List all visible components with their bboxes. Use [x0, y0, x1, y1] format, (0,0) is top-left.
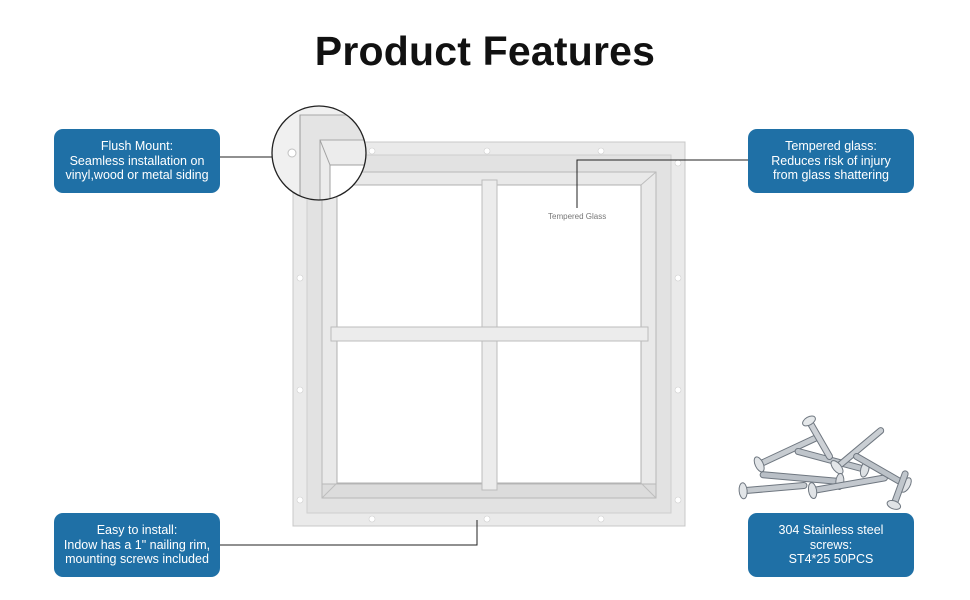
callout-easy-install: Easy to install: Indow has a 1" nailing …: [54, 513, 220, 577]
callout-text: from glass shattering: [772, 168, 890, 183]
screw-pile-icon: [738, 415, 912, 510]
grille-horizontal: [330, 326, 649, 342]
callout-text: Seamless installation on: [69, 153, 205, 168]
callout-flush-mount: Flush Mount: Seamless installation on vi…: [54, 129, 220, 193]
callout-text: screws:: [809, 537, 853, 552]
callout-heading: Flush Mount:: [100, 139, 174, 154]
callout-screws: 304 Stainless steel screws: ST4*25 50PCS: [748, 513, 914, 577]
callout-heading: Easy to install:: [96, 523, 178, 538]
callout-heading: 304 Stainless steel: [778, 523, 884, 538]
leader-lines: [219, 156, 748, 546]
callout-text: ST4*25 50PCS: [788, 552, 874, 567]
nail-holes: [296, 147, 682, 523]
tempered-glass-label: Tempered Glass: [548, 212, 607, 221]
callout-tempered-glass: Tempered glass: Reduces risk of injury f…: [748, 129, 914, 193]
callout-heading: Tempered glass:: [785, 139, 877, 154]
page-title: Product Features: [314, 28, 656, 74]
callout-text: Reduces risk of injury: [771, 153, 891, 168]
callout-text: vinyl,wood or metal siding: [65, 168, 209, 183]
callout-text: Indow has a 1" nailing rim,: [63, 537, 211, 552]
callout-text: mounting screws included: [65, 552, 209, 567]
